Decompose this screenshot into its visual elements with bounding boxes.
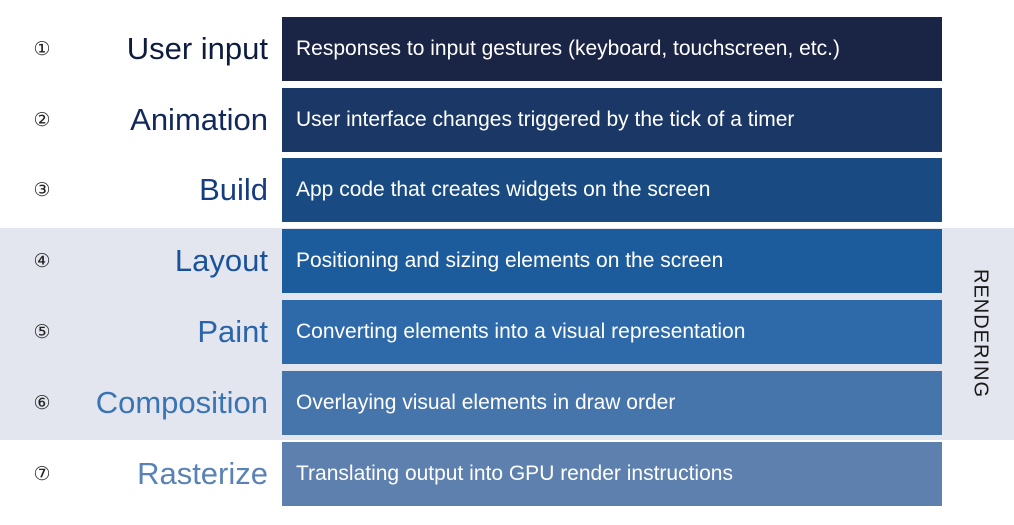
stage-number: ③ (33, 179, 51, 201)
stage-name: Composition (95, 385, 268, 420)
stage-number: ⑦ (33, 463, 51, 485)
stage-name: Rasterize (137, 456, 268, 491)
stage-description-box: Positioning and sizing elements on the s… (282, 229, 942, 293)
stage-description-box: Translating output into GPU render instr… (282, 442, 942, 506)
stage-row-build: ③ Build App code that creates widgets on… (0, 158, 1014, 222)
stage-description-box: Converting elements into a visual repres… (282, 300, 942, 364)
stage-row-rasterize: ⑦ Rasterize Translating output into GPU … (0, 442, 1014, 506)
stage-number: ⑤ (33, 321, 51, 343)
rendering-label-text: RENDERING (969, 269, 992, 399)
stage-name: Build (199, 172, 268, 207)
stage-description-box: Overlaying visual elements in draw order (282, 371, 942, 435)
stage-name: Layout (174, 243, 268, 278)
stage-row-composition: ⑥ Composition Overlaying visual elements… (0, 371, 1014, 435)
stage-name: Animation (130, 102, 268, 137)
stage-row-layout: ④ Layout Positioning and sizing elements… (0, 229, 1014, 293)
stage-name: User input (126, 31, 268, 66)
stage-row-user-input: ① User input Responses to input gestures… (0, 17, 1014, 81)
stage-name: Paint (197, 314, 268, 349)
stage-description-box: User interface changes triggered by the … (282, 88, 942, 152)
stage-number: ① (33, 38, 51, 60)
stage-number: ④ (33, 250, 51, 272)
rendering-group-label: RENDERING (946, 228, 1014, 440)
stage-description-box: Responses to input gestures (keyboard, t… (282, 17, 942, 81)
stage-number: ② (33, 109, 51, 131)
stage-row-paint: ⑤ Paint Converting elements into a visua… (0, 300, 1014, 364)
stage-row-animation: ② Animation User interface changes trigg… (0, 88, 1014, 152)
stage-description-box: App code that creates widgets on the scr… (282, 158, 942, 222)
stage-number: ⑥ (33, 392, 51, 414)
